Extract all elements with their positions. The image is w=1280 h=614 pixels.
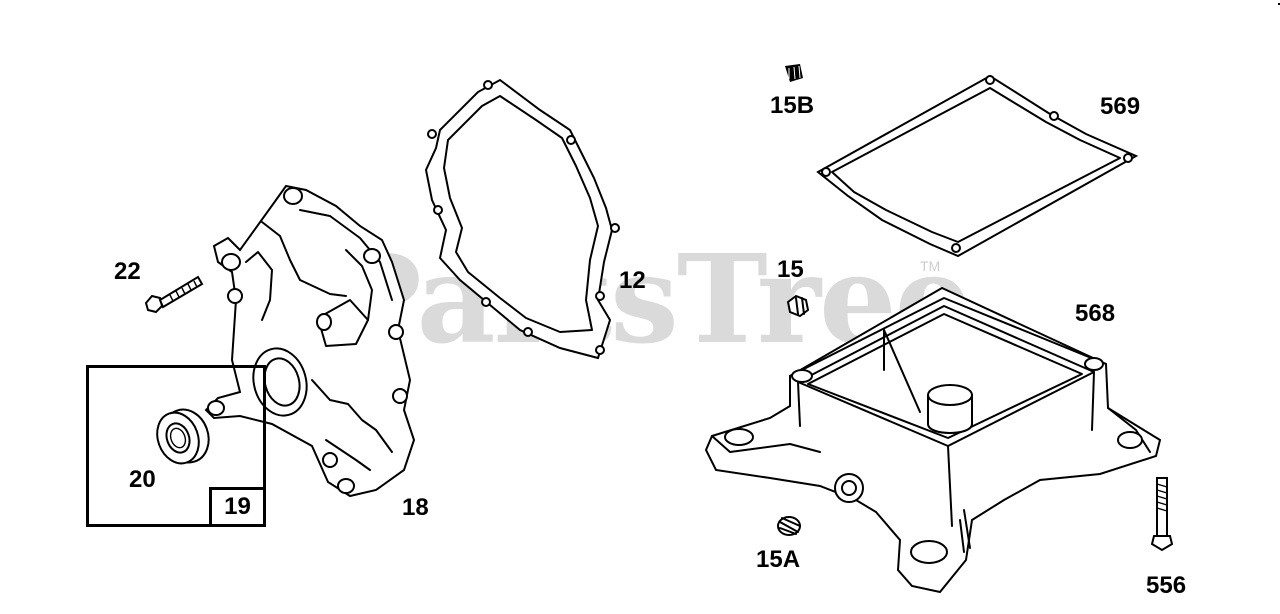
part-20-oil-seal[interactable] <box>150 403 216 469</box>
callout-22[interactable]: 22 <box>114 258 141 285</box>
part-15b-plug[interactable] <box>785 64 803 82</box>
callout-15b[interactable]: 15B <box>770 92 815 119</box>
part-22-bolt[interactable] <box>144 275 204 314</box>
part-15a-plug[interactable] <box>777 516 801 536</box>
kit-box-19 <box>86 365 266 527</box>
callout-556[interactable]: 556 <box>1146 572 1187 599</box>
callout-568[interactable]: 568 <box>1075 300 1116 327</box>
callout-19[interactable]: 19 <box>209 487 266 527</box>
callout-18[interactable]: 18 <box>402 494 429 521</box>
callout-569[interactable]: 569 <box>1100 93 1141 120</box>
callout-12[interactable]: 12 <box>619 267 646 294</box>
callout-15[interactable]: 15 <box>777 256 804 283</box>
part-15-plug[interactable] <box>786 294 810 318</box>
part-12-gasket[interactable] <box>424 78 620 360</box>
callout-20[interactable]: 20 <box>129 466 156 493</box>
watermark-trademark: TM <box>920 258 941 274</box>
part-568-oil-sump[interactable] <box>704 286 1162 594</box>
part-18-crankcase-cover[interactable] <box>204 184 416 498</box>
part-556-bolt[interactable] <box>1150 477 1174 552</box>
callout-15a[interactable]: 15A <box>756 546 801 573</box>
part-569-gasket[interactable] <box>816 74 1139 258</box>
